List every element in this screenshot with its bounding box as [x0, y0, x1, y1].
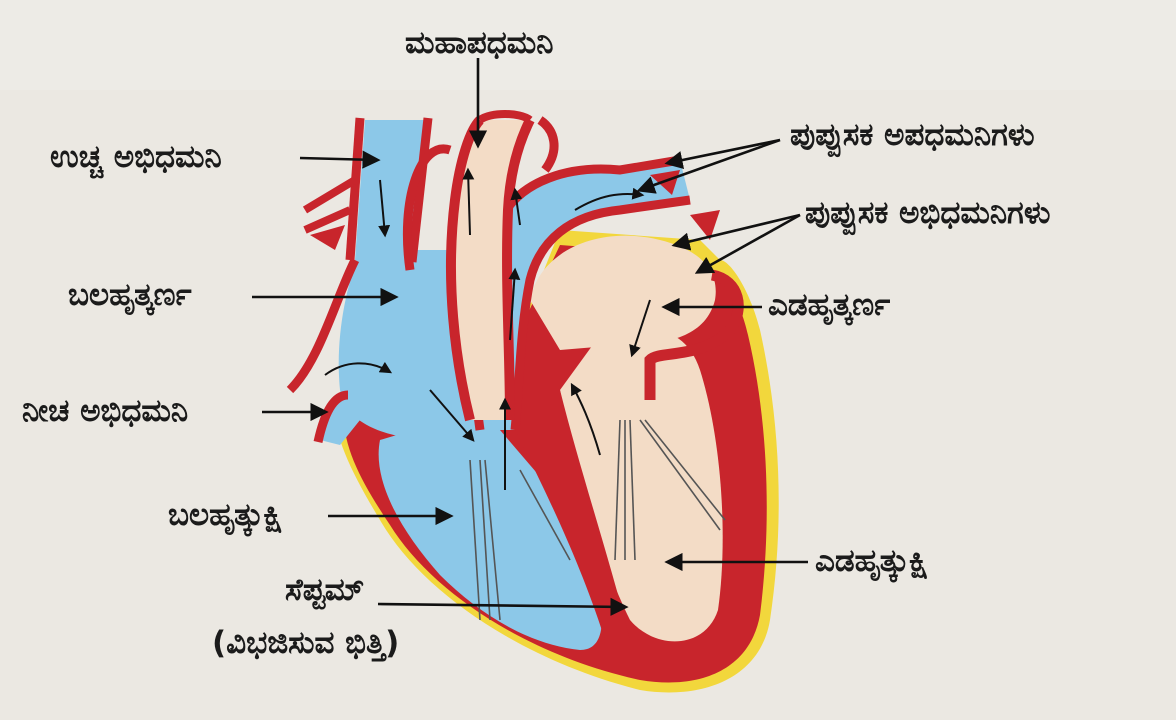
label-right-ventricle: ಬಲಹೃತ್ಕುಕ್ಷಿ	[168, 500, 283, 531]
label-left-atrium: ಎಡಹೃತ್ಕರ್ಣ	[768, 290, 890, 321]
label-superior-vena-cava: ಉಚ್ಚ ಅಭಿಧಮನಿ	[50, 142, 222, 173]
label-pulmonary-veins: ಪುಪ್ಪುಸಕ ಅಭಿಧಮನಿಗಳು	[805, 198, 1051, 229]
label-aorta: ಮಹಾಪಧಮನಿ	[405, 28, 554, 59]
label-pulmonary-arteries: ಪುಪ್ಪುಸಕ ಅಪಧಮನಿಗಳು	[790, 120, 1035, 151]
label-inferior-vena-cava: ನೀಚ ಅಭಿಧಮನಿ	[22, 396, 188, 427]
label-septum: ಸೆಪ್ಟಮ್	[285, 575, 364, 606]
label-right-atrium: ಬಲಹೃತ್ಕರ್ಣ	[68, 280, 192, 311]
label-septum-subtitle: (ವಿಭಜಿಸುವ ಭಿತ್ತಿ)	[212, 628, 399, 659]
label-left-ventricle: ಎಡಹೃತ್ಕುಕ್ಷಿ	[815, 546, 928, 577]
